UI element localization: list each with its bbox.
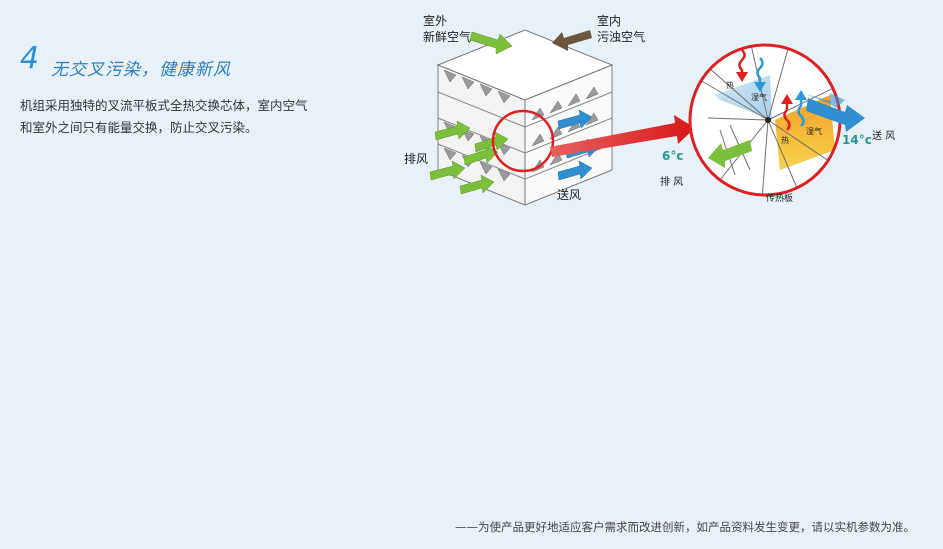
supply-label-right: 送 风 [872,129,895,142]
disclaimer-footnote: ——为使产品更好地适应客户需求而改进创新，如产品资料发生变更，请以实机参数为准。 [455,520,915,534]
heat-exchanger-diagram: 室外 新鲜空气 室内 污浊空气 排风 送风 [404,13,895,206]
fresh-air-arrows [429,31,513,195]
feature-description: 机组采用独特的叉流平板式全热交换芯体，室内空气 和室外之间只有能量交换，防止交叉… [20,95,360,139]
indoor-label-1: 室内 [597,13,621,28]
heat-label-1: 热 [726,80,734,90]
outdoor-label-2: 新鲜空气 [423,29,471,44]
description-line-2: 和室外之间只有能量交换，防止交叉污染。 [20,120,258,135]
detail-view: 热 湿气 热 湿气 传热板 [688,43,865,204]
temp-left: 6°c [662,149,683,163]
callout-circle [491,109,555,173]
plate-label: 传热板 [766,192,793,204]
exhaust-label-left: 排风 [404,152,428,166]
humid-label-1: 湿气 [751,92,767,102]
stale-air-arrow [552,30,592,51]
humid-label-2: 湿气 [806,126,822,136]
supply-label-bottom: 送风 [557,187,581,202]
exhaust-label-bottom: 排 风 [660,175,683,188]
description-line-1: 机组采用独特的叉流平板式全热交换芯体，室内空气 [20,98,308,113]
feature-number: 4 [20,41,40,76]
feature-title: 无交叉污染，健康新风 [51,60,231,80]
callout-arrow [550,115,695,157]
temp-right: 14°c [842,133,872,147]
outdoor-label-1: 室外 [423,13,447,28]
heat-label-2: 热 [781,135,789,145]
indoor-label-2: 污浊空气 [597,29,645,44]
